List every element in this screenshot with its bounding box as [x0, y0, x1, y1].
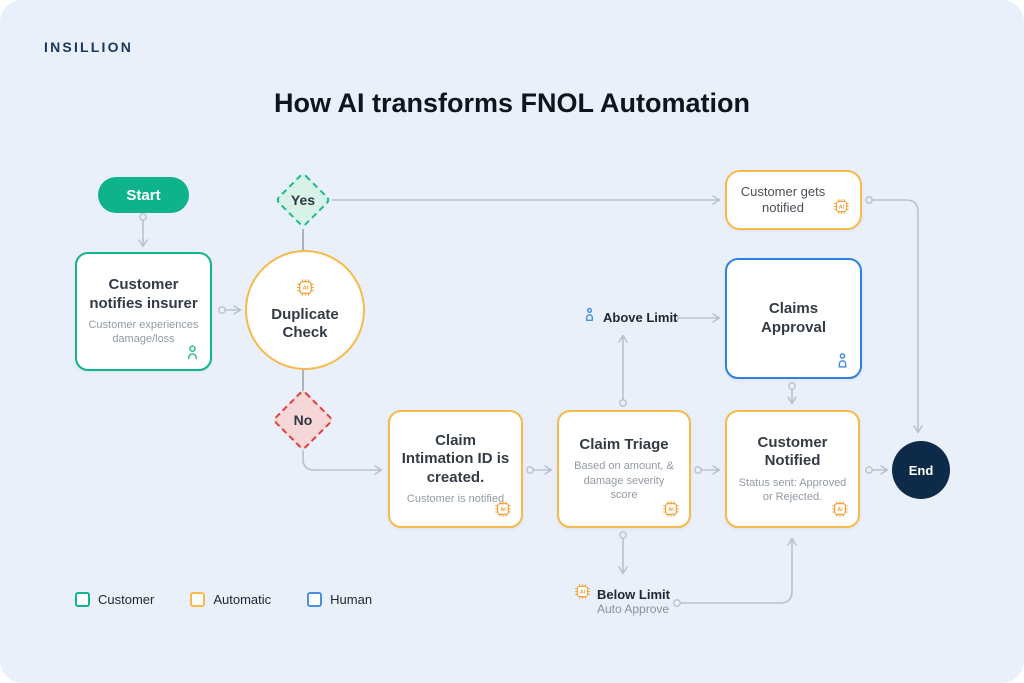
ai-chip-icon: AI	[494, 500, 512, 518]
legend-label: Customer	[98, 592, 155, 607]
ai-chip-icon: AI	[574, 583, 591, 605]
person-icon	[184, 344, 201, 361]
above-limit-label: Above Limit	[582, 307, 677, 327]
customer-swatch	[75, 592, 90, 607]
claims-approval-node: Claims Approval	[725, 258, 862, 379]
human-swatch	[307, 592, 323, 607]
above-limit-text: Above Limit	[603, 309, 678, 325]
node-title: Claim Triage	[579, 435, 669, 453]
start-node: Start	[98, 177, 189, 213]
svg-text:AI: AI	[302, 285, 308, 291]
node-title: Customer notifies insurer	[89, 276, 198, 312]
legend-label: Automatic	[213, 592, 272, 607]
below-limit-text: Below Limit	[597, 586, 670, 602]
node-subtitle: Customer experiences damage/loss	[88, 319, 199, 346]
start-label: Start	[126, 186, 161, 204]
no-label: No	[293, 412, 313, 428]
node-title: Customer Notified	[757, 433, 828, 470]
person-icon	[582, 307, 597, 327]
svg-text:AI: AI	[580, 589, 586, 595]
node-title: Claim Intimation ID is created.	[401, 431, 510, 486]
duplicate-check-node: AI Duplicate Check	[245, 250, 365, 370]
node-subtitle: Status sent: Approved or Rejected.	[738, 476, 847, 503]
svg-text:AI: AI	[668, 507, 674, 513]
page-title: How AI transforms FNOL Automation	[273, 88, 750, 118]
ai-chip-icon: AI	[296, 278, 315, 302]
customer-notifies-insurer-node: Customer notifies insurer Customer exper…	[75, 252, 212, 371]
ai-chip-icon: AI	[831, 500, 849, 518]
legend-item-customer: Customer	[75, 592, 154, 607]
end-node: End	[892, 441, 950, 499]
node-title: Claims Approval	[760, 300, 826, 336]
claim-intimation-node: Claim Intimation ID is created. Customer…	[388, 410, 523, 528]
svg-text:AI: AI	[837, 507, 843, 513]
insillion-logo: INSILLION	[44, 39, 134, 55]
below-limit-label: AI Below Limit	[574, 583, 670, 605]
legend-item-automatic: Automatic	[190, 592, 271, 607]
automatic-swatch	[190, 592, 206, 607]
legend: Customer Automatic Human	[75, 592, 372, 607]
below-limit-subtitle: Auto Approve	[597, 602, 670, 616]
node-title: Customer gets notified	[740, 184, 826, 215]
node-subtitle: Customer is notified	[406, 492, 505, 505]
svg-text:AI: AI	[500, 507, 506, 513]
legend-label: Human	[330, 592, 373, 607]
node-subtitle: Based on amount, & damage severity score	[574, 460, 674, 501]
claim-triage-node: Claim Triage Based on amount, & damage s…	[557, 410, 691, 528]
end-label: End	[908, 462, 934, 478]
ai-chip-icon: AI	[662, 500, 680, 518]
customer-notified-node: Customer Notified Status sent: Approved …	[725, 410, 860, 528]
person-icon	[834, 352, 851, 369]
svg-text:AI: AI	[839, 204, 845, 210]
yes-label: Yes	[290, 192, 316, 208]
legend-item-human: Human	[307, 592, 372, 607]
customer-gets-notified-node: Customer gets notified AI	[725, 170, 862, 230]
node-title: Duplicate Check	[271, 305, 339, 341]
ai-chip-icon: AI	[833, 198, 850, 215]
